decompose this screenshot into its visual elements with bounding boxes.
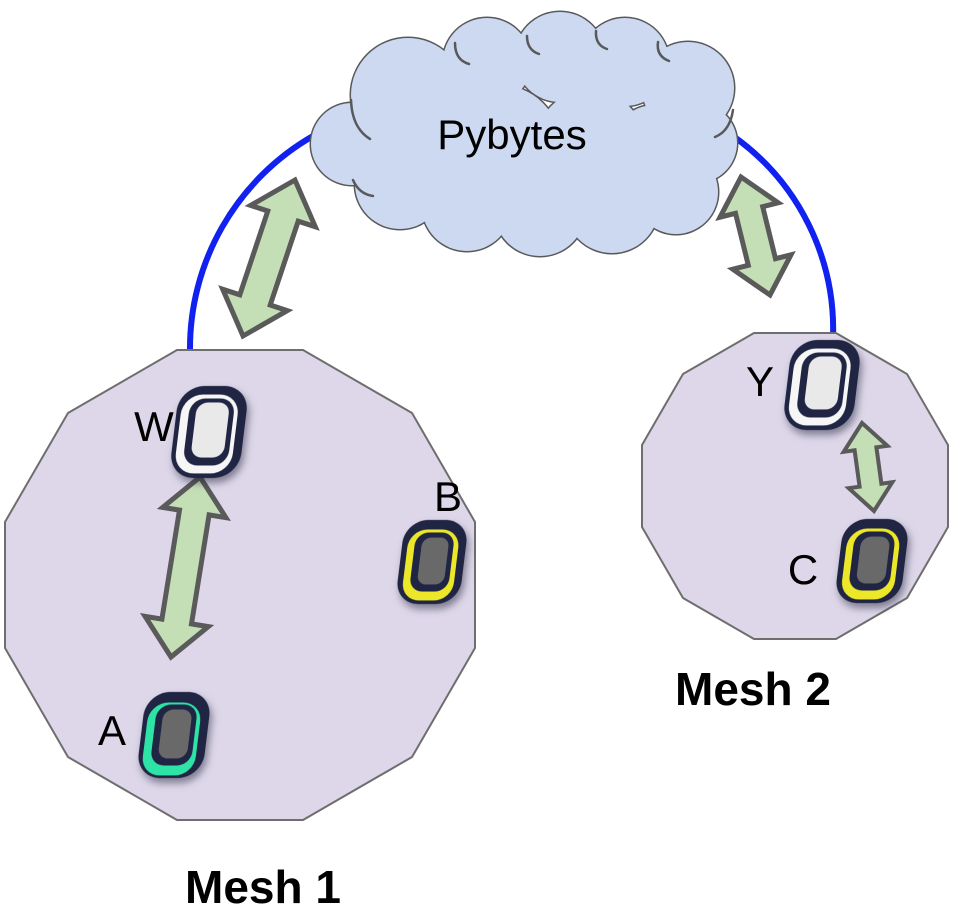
device-C [836,519,908,603]
arrow-device-W-A [139,473,232,661]
device-B-screen [417,537,449,585]
device-C-label: C [788,546,818,593]
device-A-label: A [98,707,126,754]
pybytes-cloud: Pybytes [309,10,739,258]
mesh2-label: Mesh 2 [675,663,831,715]
device-W-label: W [134,403,174,450]
cloud-curl-details [349,29,735,198]
device-A-screen [158,709,192,759]
mesh1-label: Mesh 1 [185,861,341,913]
device-C-screen [856,536,890,584]
device-Y [784,340,860,430]
device-W-screen [191,402,229,458]
link-mesh1-to-cloud [186,133,316,354]
device-B [397,520,467,604]
arrow-cloud-mesh2 [715,173,796,299]
device-B-label: B [434,473,462,520]
cloud-label: Pybytes [437,111,586,158]
device-Y-label: Y [746,358,774,405]
device-W [171,386,247,478]
arrow-cloud-mesh1 [218,176,320,340]
device-Y-screen [804,356,842,410]
link-mesh2-to-cloud [730,133,837,341]
device-A [138,692,210,778]
mesh1-region [4,349,476,821]
arrow-device-Y-C [839,419,897,515]
